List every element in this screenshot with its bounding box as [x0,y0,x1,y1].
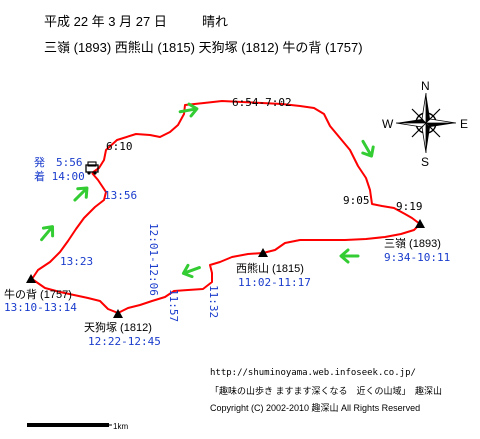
peak-time-sanrei: 9:34-10:11 [384,251,450,264]
peak-name-ushinose: 牛の背 (1757) [4,287,72,301]
compass-east-label: E [460,117,468,131]
hiking-route [31,100,421,314]
copyright-text: Copyright (C) 2002-2010 趣深山 All Rights R… [210,402,420,413]
waypoint-time: 12:01-12:06 [147,223,160,296]
waypoint-time: 6:54-7:02 [232,96,292,109]
peaks-summary: 三嶺 (1893) 西熊山 (1815) 天狗塚 (1812) 牛の背 (175… [44,40,363,55]
start-arrive-time: 着 14:00 [34,169,85,183]
site-url: http://shuminoyama.web.infoseek.co.jp/ [210,368,416,378]
peak-name-tengu: 天狗塚 (1812) [84,321,152,334]
waypoint-time: 11:57 [167,289,180,322]
compass-west-label: W [382,117,394,131]
scale-bar [27,423,109,427]
scale-label: 1km [113,422,128,431]
start-depart-time: 発 5:56 [34,155,83,169]
direction-arrow [73,186,89,202]
peak-name-sanrei: 三嶺 (1893) [384,237,441,250]
peak-time-ushinose: 13:10-13:14 [4,301,77,314]
car-icon [85,161,99,175]
compass-icon [395,92,457,154]
direction-arrow [178,102,199,118]
waypoint-time: 13:56 [104,189,137,202]
peak-time-nishikuma: 11:02-11:17 [238,276,311,289]
peak-marker-sanrei [415,219,425,228]
peak-marker-ushinose [26,274,36,283]
direction-arrow [361,139,375,158]
site-title: 「趣味の山歩き ますます深くなる 近くの山域」 趣深山 [210,385,442,396]
weather-label: 晴れ [202,14,228,29]
peak-time-tengu: 12:22-12:45 [88,335,161,348]
compass-south-label: S [421,155,429,169]
waypoint-time: 11:32 [207,285,220,318]
waypoint-time: 6:10 [106,140,133,153]
direction-arrow [181,263,201,279]
waypoint-time: 13:23 [60,255,93,268]
direction-arrow [40,225,55,242]
compass-north-label: N [421,79,430,93]
peak-marker-tengu [113,309,123,318]
date-label: 平成 22 年 3 月 27 日 [44,14,167,29]
waypoint-time: 9:19 [396,200,423,213]
direction-arrow [339,248,360,264]
waypoint-time: 9:05 [343,194,370,207]
peak-name-nishikuma: 西熊山 (1815) [236,261,304,275]
peak-marker-nishikuma [258,248,268,257]
